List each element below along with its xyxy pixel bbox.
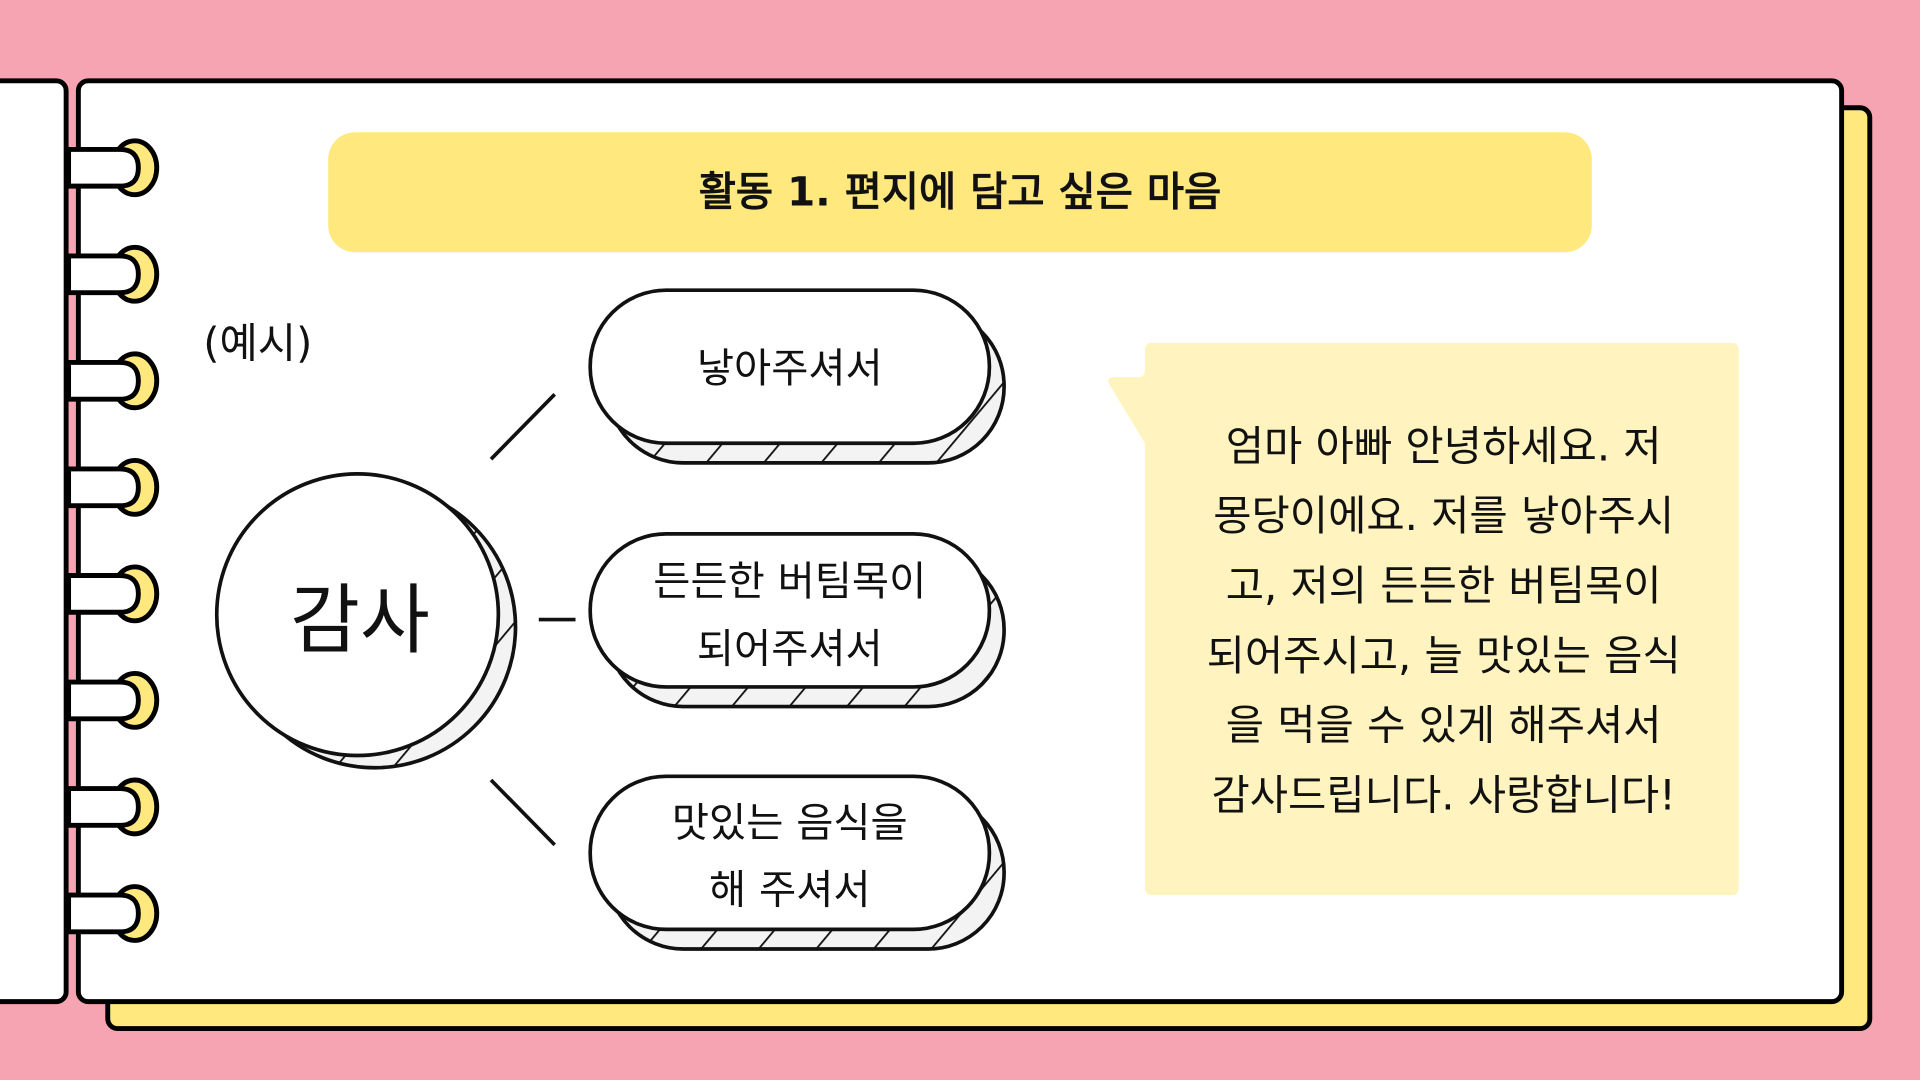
pill-2: 든든한 버팀목이 되어주셔서 [588, 532, 1006, 709]
title-bar [328, 132, 1592, 253]
spiral-binding [66, 138, 160, 943]
binding-ring [66, 564, 160, 624]
letter-line: 감사드립니다. 사랑합니다! [1211, 770, 1675, 819]
connector-line-top [489, 392, 557, 461]
letter-box [1108, 342, 1739, 896]
center-word: 감사 [290, 577, 430, 665]
binding-ring [66, 457, 160, 517]
letter-line: 고, 저의 든든한 버팀목이 [1226, 561, 1662, 610]
binding-ring [66, 244, 160, 304]
center-circle [214, 472, 518, 770]
pill-1-text: 낳아주셔서 [697, 344, 883, 392]
binding-ring [66, 351, 160, 411]
connector-line-bottom [489, 778, 557, 847]
binding-ring [66, 884, 160, 943]
letter-line: 몽당이에요. 저를 낳아주시 [1213, 491, 1674, 540]
pill-3-text-line-2: 해 주셔서 [709, 866, 870, 914]
pill-3: 맛있는 음식을 해 주셔서 [588, 774, 1006, 951]
letter-line: 엄마 아빠 안녕하세요. 저 [1226, 421, 1662, 470]
letter-line: 을 먹을 수 있게 해주셔서 [1226, 701, 1662, 750]
pill-2-text-line-2: 되어주셔서 [697, 624, 883, 672]
binding-ring [66, 138, 160, 198]
example-label: (예시) [203, 319, 312, 368]
binding-ring [66, 671, 160, 730]
pill-3-text-line-1: 맛있는 음식을 [672, 798, 908, 846]
letter-line: 되어주시고, 늘 맛있는 음식 [1207, 631, 1681, 680]
left-page [0, 78, 69, 1005]
pill-1: 낳아주셔서 [588, 288, 1006, 465]
pill-2-text-line-1: 든든한 버팀목이 [653, 557, 926, 605]
binding-ring [66, 777, 160, 837]
page-title: 활동 1. 편지에 담고 싶은 마음 [699, 168, 1222, 216]
